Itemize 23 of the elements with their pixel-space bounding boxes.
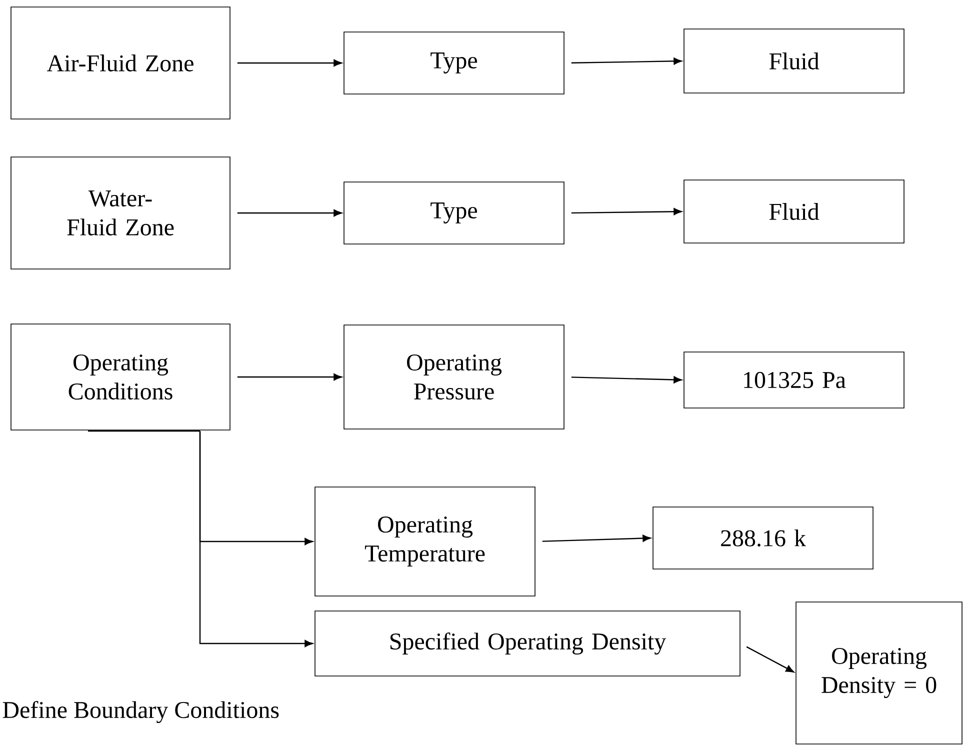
process-box: Operating Pressure: [344, 324, 564, 430]
process-box: Air-Fluid Zone: [10, 6, 230, 120]
arrow: [237, 373, 342, 381]
process-box: Fluid: [684, 180, 904, 244]
arrow: [746, 646, 794, 672]
arrow: [199, 431, 313, 648]
caption-text: Define Boundary Conditions: [2, 700, 279, 724]
arrow: [571, 376, 682, 384]
process-box: Fluid: [684, 28, 904, 94]
process-box: Type: [344, 182, 564, 244]
process-box: Operating Temperature: [314, 486, 536, 596]
process-box: Operating Density = 0: [796, 602, 962, 744]
process-box: Operating Conditions: [10, 324, 230, 430]
arrow: [542, 534, 651, 542]
process-box: Specified Operating Density: [314, 610, 740, 676]
arrow: [237, 209, 342, 217]
process-box: 288.16 k: [652, 506, 874, 570]
process-box: 101325 Pa: [684, 352, 904, 408]
arrow: [571, 58, 682, 65]
arrow: [237, 59, 342, 67]
process-box: Type: [344, 32, 564, 94]
process-box: Water-Fluid Zone: [10, 156, 230, 270]
arrow: [571, 208, 682, 216]
